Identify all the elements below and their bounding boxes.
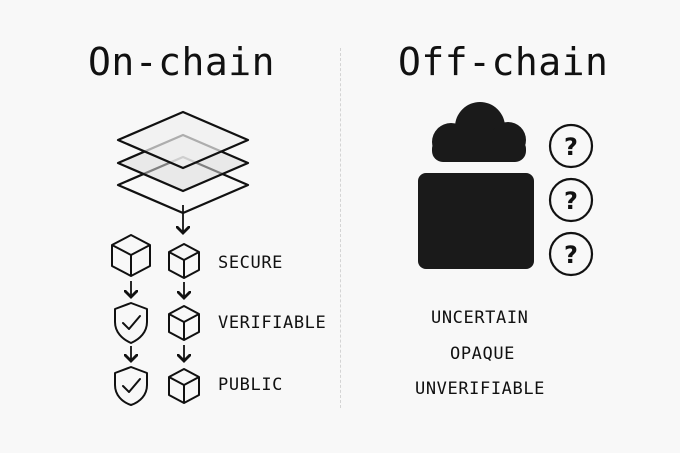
column-divider: [340, 48, 341, 408]
question-circle-icon: [548, 231, 594, 277]
label-public: PUBLIC: [218, 375, 284, 395]
onchain-title: On-chain: [88, 40, 276, 84]
question-mark: ?: [564, 241, 578, 269]
cube-icon: [168, 368, 200, 404]
question-mark: ?: [564, 187, 578, 215]
black-box-icon: [418, 173, 534, 269]
shield-check-icon: [114, 366, 148, 406]
cloud-icon: [432, 102, 526, 162]
question-mark: ?: [564, 133, 578, 161]
label-secure: SECURE: [218, 253, 284, 273]
label-verifiable: VERIFIABLE: [218, 313, 327, 333]
shield-check-icon: [114, 302, 148, 344]
label-opaque: OPAQUE: [450, 344, 516, 364]
stacked-layers-icon: [116, 110, 250, 215]
question-circle-icon: [548, 177, 594, 223]
question-circle-icon: [548, 123, 594, 169]
label-unverifiable: UNVERIFIABLE: [415, 379, 546, 399]
cube-icon: [168, 305, 200, 341]
cube-icon: [168, 243, 200, 279]
cube-icon: [111, 234, 151, 277]
offchain-title: Off-chain: [398, 40, 609, 84]
label-uncertain: UNCERTAIN: [431, 308, 529, 328]
